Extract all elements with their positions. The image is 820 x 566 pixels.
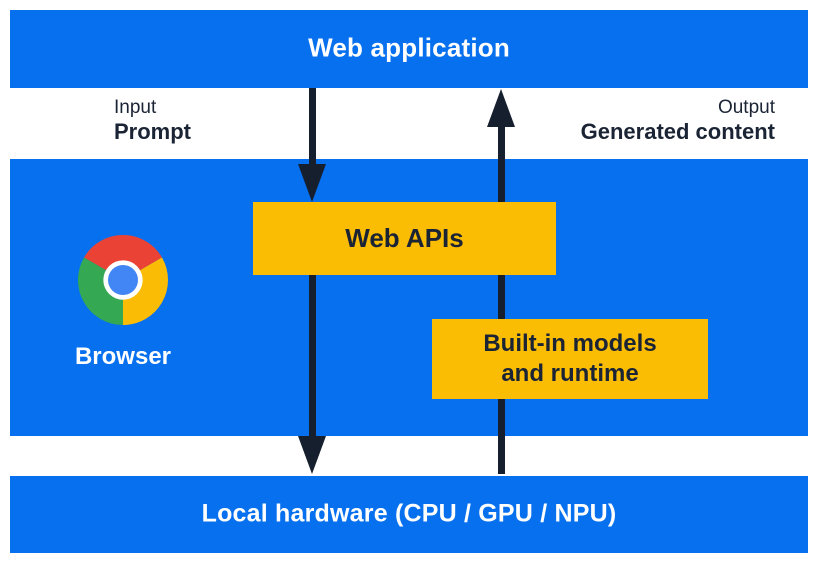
down-arrow-shaft-top — [309, 88, 316, 168]
web-application-band: Web application — [10, 10, 808, 88]
chrome-logo-icon — [77, 234, 169, 325]
builtin-models-label-line1: Built-in models — [483, 330, 657, 358]
input-title: Input — [114, 97, 157, 118]
input-annotation: Input Prompt — [114, 96, 191, 146]
local-hardware-label: Local hardware (CPU / GPU / NPU) — [201, 498, 617, 527]
builtin-models-box: Built-in models and runtime — [432, 319, 708, 399]
output-annotation: Output Generated content — [581, 96, 775, 146]
down-arrowhead-into-local-hardware — [298, 436, 326, 474]
up-arrow-shaft — [498, 124, 505, 474]
web-apis-box: Web APIs — [253, 202, 556, 275]
up-arrowhead-into-web-application — [487, 89, 515, 127]
browser-label: Browser — [74, 343, 172, 370]
down-arrowhead-into-web-apis — [298, 164, 326, 202]
input-subtitle: Prompt — [114, 119, 191, 145]
web-apis-label: Web APIs — [345, 223, 464, 253]
down-arrow-shaft-bottom — [309, 275, 316, 438]
builtin-models-label-line2: and runtime — [501, 360, 639, 387]
output-title: Output — [717, 97, 775, 118]
web-application-label: Web application — [308, 32, 510, 63]
output-subtitle: Generated content — [580, 119, 775, 145]
local-hardware-band: Local hardware (CPU / GPU / NPU) — [10, 476, 808, 553]
